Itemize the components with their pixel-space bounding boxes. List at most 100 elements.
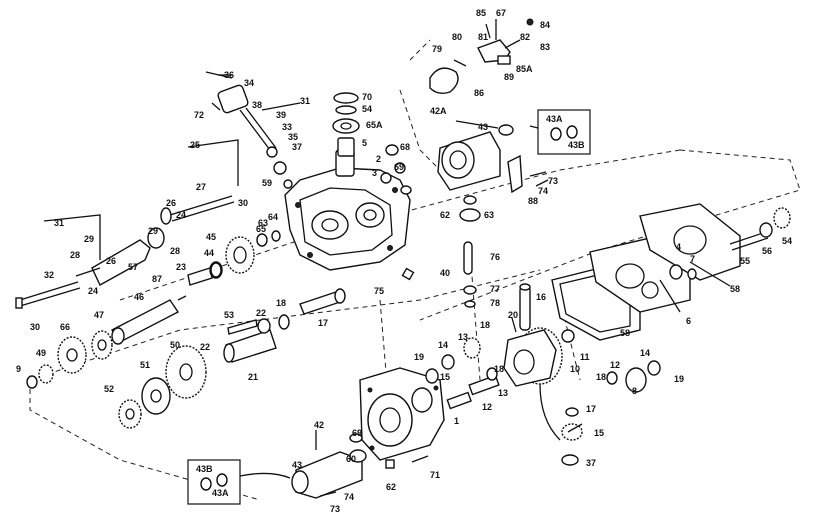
callout-13b: 13 [498,388,508,398]
callout-77: 77 [490,284,500,294]
callout-34: 34 [244,78,254,88]
callout-78: 78 [490,298,500,308]
callout-40: 40 [440,268,450,278]
bearing-stack [332,92,412,195]
callout-59: 59 [262,178,272,188]
callout-88: 88 [528,196,538,206]
callout-6: 6 [686,316,691,326]
callout-43b: 43B [196,464,213,474]
callout-21: 21 [248,372,258,382]
callout-46: 46 [134,292,144,302]
callout-86: 86 [474,88,484,98]
lower-axle-tube [291,433,429,499]
callout-26-left: 26 [106,256,116,266]
callout-4: 4 [676,242,681,252]
callout-66: 66 [60,322,70,332]
callout-74: 74 [344,492,354,502]
callout-62: 62 [440,210,450,220]
callout-49: 49 [36,348,46,358]
callout-42: 42 [314,420,324,430]
callout-25: 25 [190,140,200,150]
callout-79: 79 [432,44,442,54]
callout-80: 80 [452,32,462,42]
callout-76: 76 [490,252,500,262]
callout-45: 45 [206,232,216,242]
gaskets-cover [551,203,741,341]
left-shafts [15,195,235,345]
callout-37: 37 [292,142,302,152]
output-shaft [729,207,791,251]
callout-3: 3 [372,168,377,178]
callout-58: 58 [620,328,630,338]
top-bracket-parts [429,18,534,95]
callout-30: 30 [30,322,40,332]
callout-85a: 85A [516,64,533,74]
callout-65: 65 [256,224,266,234]
callout-10: 10 [570,364,580,374]
callout-89: 89 [504,72,514,82]
callout-15b: 15 [594,428,604,438]
callout-42a: 42A [430,106,447,116]
callout-54: 54 [362,104,372,114]
large-gears [118,345,207,429]
callout-39: 39 [276,110,286,120]
callout-73: 73 [548,176,558,186]
callout-23: 23 [176,262,186,272]
callout-53: 53 [224,310,234,320]
callout-19b: 19 [674,374,684,384]
callout-17b: 17 [586,404,596,414]
callout-14: 14 [438,340,448,350]
lower-housing [359,367,445,461]
callout-38: 38 [252,100,262,110]
callout-8: 8 [632,386,637,396]
callout-47: 47 [94,310,104,320]
callout-37b: 37 [586,458,596,468]
callout-24-top: 24 [176,210,186,220]
left-gears [26,330,113,389]
callout-51: 51 [140,360,150,370]
misc-pins [401,179,549,308]
callout-12b: 12 [610,360,620,370]
callout-43-top: 43 [478,122,488,132]
callout-28: 28 [70,250,80,260]
callout-2: 2 [376,154,381,164]
callout-67: 67 [496,8,506,18]
callout-27: 27 [196,182,206,192]
callout-58b: 58 [730,284,740,294]
callout-31-left: 31 [54,218,64,228]
callout-64: 64 [268,212,278,222]
callout-18: 18 [276,298,286,308]
callout-68: 68 [400,142,410,152]
callout-16: 16 [536,292,546,302]
callout-15: 15 [440,372,450,382]
callout-14b: 14 [640,348,650,358]
detail-inset-bottom [187,459,291,505]
callout-55: 55 [740,256,750,266]
callout-28-top: 28 [170,246,180,256]
callout-72: 72 [194,110,204,120]
differential [425,317,563,410]
leader-lines [43,19,731,450]
callout-63: 63 [258,218,268,228]
callout-18c: 18 [494,364,504,374]
shift-mechanism [205,71,293,189]
callout-75: 75 [374,286,384,296]
callout-50: 50 [170,340,180,350]
callout-82: 82 [520,32,530,42]
callout-18b: 18 [480,320,490,330]
callout-83: 83 [540,42,550,52]
right-shaft [519,283,531,331]
callout-11: 11 [580,352,590,362]
callout-70: 70 [362,92,372,102]
callout-18d: 18 [596,372,606,382]
callout-36: 36 [224,70,234,80]
callout-62b: 62 [386,482,396,492]
callout-69-top: 69 [394,162,404,172]
callout-5: 5 [362,138,367,148]
callout-63-top: 63 [484,210,494,220]
callout-74-top: 74 [538,186,548,196]
callout-60: 60 [346,454,356,464]
callout-44: 44 [204,248,214,258]
callout-43a: 43A [212,488,229,498]
